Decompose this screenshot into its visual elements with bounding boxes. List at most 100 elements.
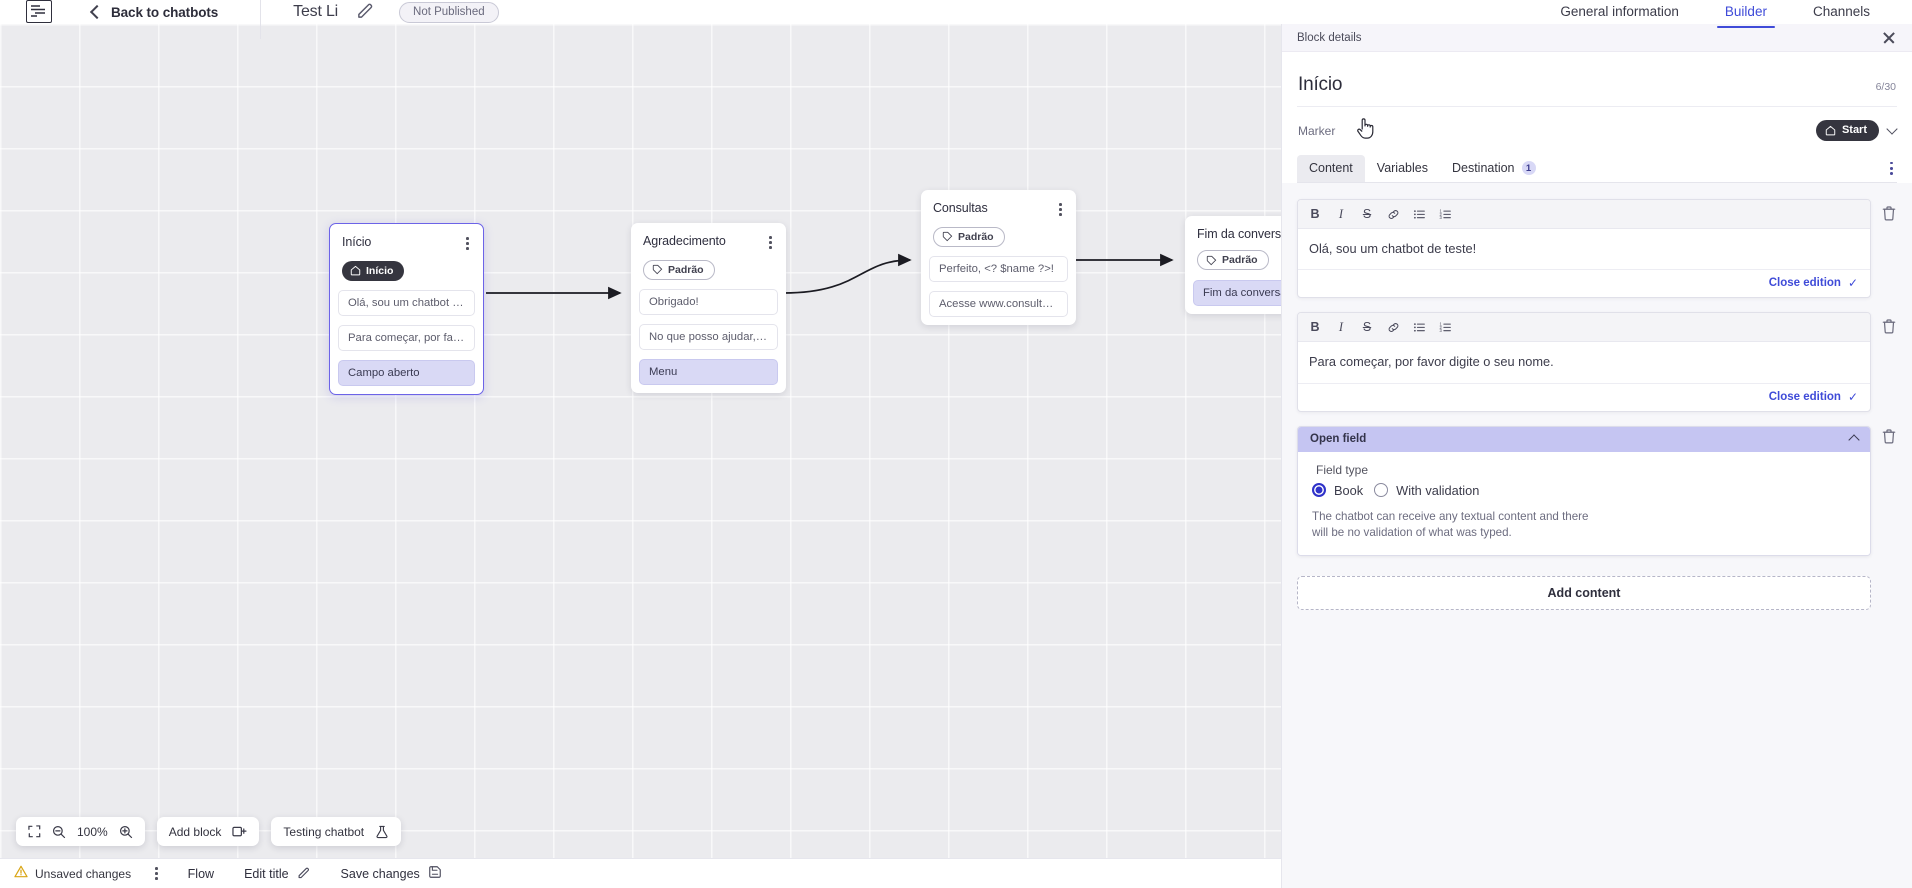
node-menu-icon[interactable] <box>767 234 774 251</box>
panel-tabs-menu-icon[interactable] <box>1890 161 1893 175</box>
marker-start-pill[interactable]: Start <box>1815 120 1879 141</box>
node-menu-icon[interactable] <box>1057 201 1064 218</box>
node-header: Fim da conversa <box>1185 227 1281 241</box>
node-tag-label: Padrão <box>1222 254 1258 266</box>
node-tag-label: Padrão <box>668 263 704 276</box>
node-content-row[interactable]: Campo aberto <box>338 360 475 387</box>
open-field-card: Open field Field type Book <box>1297 425 1871 557</box>
svg-text:1: 1 <box>1439 208 1442 213</box>
flow-node-agradecimento[interactable]: Agradecimento Padrão Obrigado! No que po… <box>631 223 786 394</box>
marker-control: Start <box>1815 120 1898 141</box>
char-counter: 6/30 <box>1875 81 1896 93</box>
header-divider <box>260 0 262 39</box>
pencil-icon[interactable] <box>356 0 375 24</box>
trash-icon[interactable] <box>1881 318 1897 340</box>
open-field-title: Open field <box>1310 432 1367 445</box>
edit-title-button[interactable]: Edit title <box>244 865 310 882</box>
bottom-bar: Unsaved changes Flow Edit title Save cha… <box>0 858 1281 888</box>
strikethrough-icon[interactable]: S <box>1362 207 1372 221</box>
content-block-text-1: B I S <box>1297 199 1897 299</box>
bullet-list-icon[interactable] <box>1408 204 1430 224</box>
numbered-list-icon[interactable]: 1 2 3 <box>1434 204 1456 224</box>
strikethrough-icon[interactable]: S <box>1362 320 1372 335</box>
home-icon <box>350 266 361 276</box>
link-icon[interactable] <box>1382 317 1404 337</box>
open-field-description: The chatbot can receive any textual cont… <box>1312 509 1589 539</box>
unsaved-changes-label: Unsaved changes <box>35 866 132 881</box>
node-content-row[interactable]: Para começar, por favor digite o ... <box>338 325 475 352</box>
bullet-list-icon[interactable] <box>1408 317 1430 337</box>
node-content-row[interactable]: Perfeito, <? $name ?>! <box>929 256 1068 283</box>
content-tab-panel: B I S <box>1282 183 1912 888</box>
node-title: Fim da conversa <box>1197 227 1281 241</box>
tab-variables[interactable]: Variables <box>1365 155 1440 182</box>
unsaved-changes-indicator: Unsaved changes <box>14 865 131 883</box>
close-edition-button[interactable]: Close edition <box>1768 277 1841 290</box>
svg-text:2: 2 <box>1439 211 1442 216</box>
link-icon[interactable] <box>1382 204 1404 224</box>
save-changes-label: Save changes <box>340 866 420 881</box>
flow-node-consultas[interactable]: Consultas Padrão Perfeito, <? $name ?>! … <box>921 190 1076 326</box>
italic-icon[interactable]: I <box>1338 206 1344 221</box>
field-type-radio-group: Book With validation <box>1312 483 1856 498</box>
flow-node-inicio[interactable]: Início Início Olá, sou um chatbot de tes… <box>329 223 484 396</box>
back-to-chatbots-link[interactable]: Back to chatbots <box>89 4 218 20</box>
panel-title-bar: Block details <box>1282 24 1912 52</box>
close-edition-button[interactable]: Close edition <box>1768 390 1841 403</box>
close-icon[interactable] <box>1882 31 1896 45</box>
node-tag-default: Padrão <box>933 226 1005 247</box>
zoom-in-icon[interactable] <box>119 825 133 839</box>
add-content-button[interactable]: Add content <box>1297 576 1871 611</box>
node-content-row[interactable]: Obrigado! <box>639 289 778 316</box>
chevron-down-icon[interactable] <box>1886 122 1898 135</box>
numbered-list-icon[interactable]: 1 2 3 <box>1434 317 1456 337</box>
testing-chatbot-button[interactable]: Testing chatbot <box>271 817 402 846</box>
node-content-row[interactable]: Acesse www.consultas.com par... <box>929 291 1068 318</box>
flow-canvas[interactable]: Início Início Olá, sou um chatbot de tes… <box>0 24 1281 888</box>
flask-icon <box>375 825 389 839</box>
radio-book[interactable]: Book <box>1312 483 1363 498</box>
fit-screen-icon[interactable] <box>28 825 41 838</box>
save-changes-button[interactable]: Save changes <box>341 865 442 882</box>
tab-destination[interactable]: Destination 1 <box>1440 155 1548 182</box>
node-content-row[interactable]: No que posso ajudar, <? $name ... <box>639 324 778 351</box>
node-tag-start: Início <box>342 260 405 281</box>
flow-button[interactable]: Flow <box>188 867 214 881</box>
node-tag-label: Início <box>366 264 394 277</box>
tab-general-information[interactable]: General information <box>1560 4 1679 19</box>
node-content-row[interactable]: Menu <box>639 359 778 386</box>
edit-title-label: Edit title <box>244 866 289 881</box>
open-field-body: Field type Book With validation <box>1298 451 1870 556</box>
node-content-row[interactable]: Fim da conversa <box>1193 279 1281 306</box>
node-header: Agradecimento <box>631 234 786 251</box>
zoom-out-icon[interactable] <box>52 825 66 839</box>
tab-content[interactable]: Content <box>1297 155 1365 182</box>
editor-text[interactable]: Olá, sou um chatbot de teste! <box>1309 241 1477 256</box>
chevron-left-icon <box>89 4 105 19</box>
tab-channels[interactable]: Channels <box>1812 4 1870 19</box>
content-block-open-field: Open field Field type Book <box>1297 425 1897 557</box>
open-field-header[interactable]: Open field <box>1298 426 1870 452</box>
rich-text-editor[interactable]: B I S <box>1297 312 1871 412</box>
svg-text:1: 1 <box>1439 321 1442 326</box>
bold-icon[interactable]: B <box>1310 320 1320 335</box>
via-logo[interactable] <box>26 0 52 23</box>
node-content-row[interactable]: Olá, sou um chatbot de teste! <box>338 290 475 317</box>
trash-icon[interactable] <box>1881 428 1897 450</box>
save-icon <box>428 865 442 882</box>
marker-value: Start <box>1841 124 1867 136</box>
tab-destination-label: Destination <box>1451 161 1515 175</box>
node-menu-icon[interactable] <box>464 235 471 252</box>
italic-icon[interactable]: I <box>1338 319 1344 334</box>
bold-icon[interactable]: B <box>1310 207 1320 221</box>
radio-with-validation[interactable]: With validation <box>1374 483 1479 498</box>
chevron-up-icon[interactable] <box>1848 434 1860 446</box>
flow-node-fim-da-conversa[interactable]: Fim da conversa Padrão Fim da conversa <box>1185 216 1281 314</box>
trash-icon[interactable] <box>1881 205 1897 227</box>
editor-text[interactable]: Para começar, por favor digite o seu nom… <box>1309 354 1554 370</box>
bottom-bar-menu-icon[interactable] <box>155 867 158 880</box>
add-block-button[interactable]: Add block <box>156 817 260 846</box>
tab-builder[interactable]: Builder <box>1716 0 1775 28</box>
testing-chatbot-label: Testing chatbot <box>283 824 365 839</box>
rich-text-editor[interactable]: B I S <box>1297 199 1871 299</box>
